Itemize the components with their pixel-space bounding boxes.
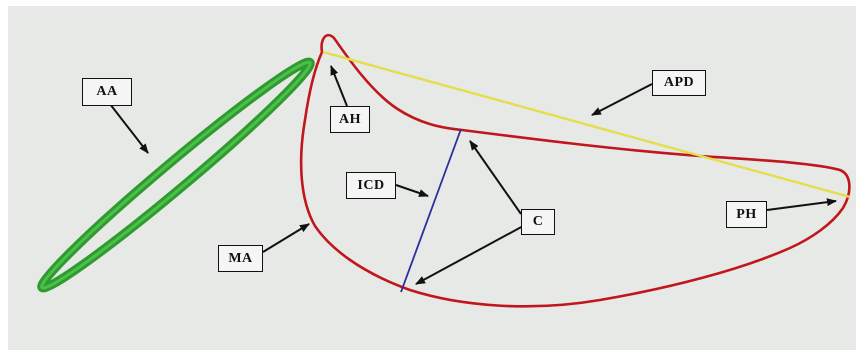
aortic-annulus	[37, 57, 315, 293]
arrow-ma	[262, 223, 310, 253]
intercommissural-diameter-line	[400, 128, 462, 293]
mitral-annulus	[299, 33, 851, 308]
label-aa: AA	[82, 78, 132, 106]
arrow-apd	[591, 83, 653, 116]
arrow-ah	[330, 65, 348, 107]
label-ma: MA	[218, 245, 263, 272]
arrow-c-lower	[415, 224, 526, 285]
arrow-icd	[395, 184, 429, 197]
label-apd: APD	[652, 70, 706, 96]
panel-background	[8, 6, 856, 350]
anteroposterior-diameter-line	[322, 50, 851, 199]
label-c: C	[521, 209, 555, 235]
label-icd: ICD	[346, 172, 396, 199]
arrows	[109, 65, 837, 285]
label-ah: AH	[330, 106, 370, 133]
label-ph: PH	[726, 201, 767, 228]
arrow-aa	[109, 103, 149, 154]
arrow-c-upper	[469, 140, 522, 215]
arrow-ph	[766, 198, 837, 211]
